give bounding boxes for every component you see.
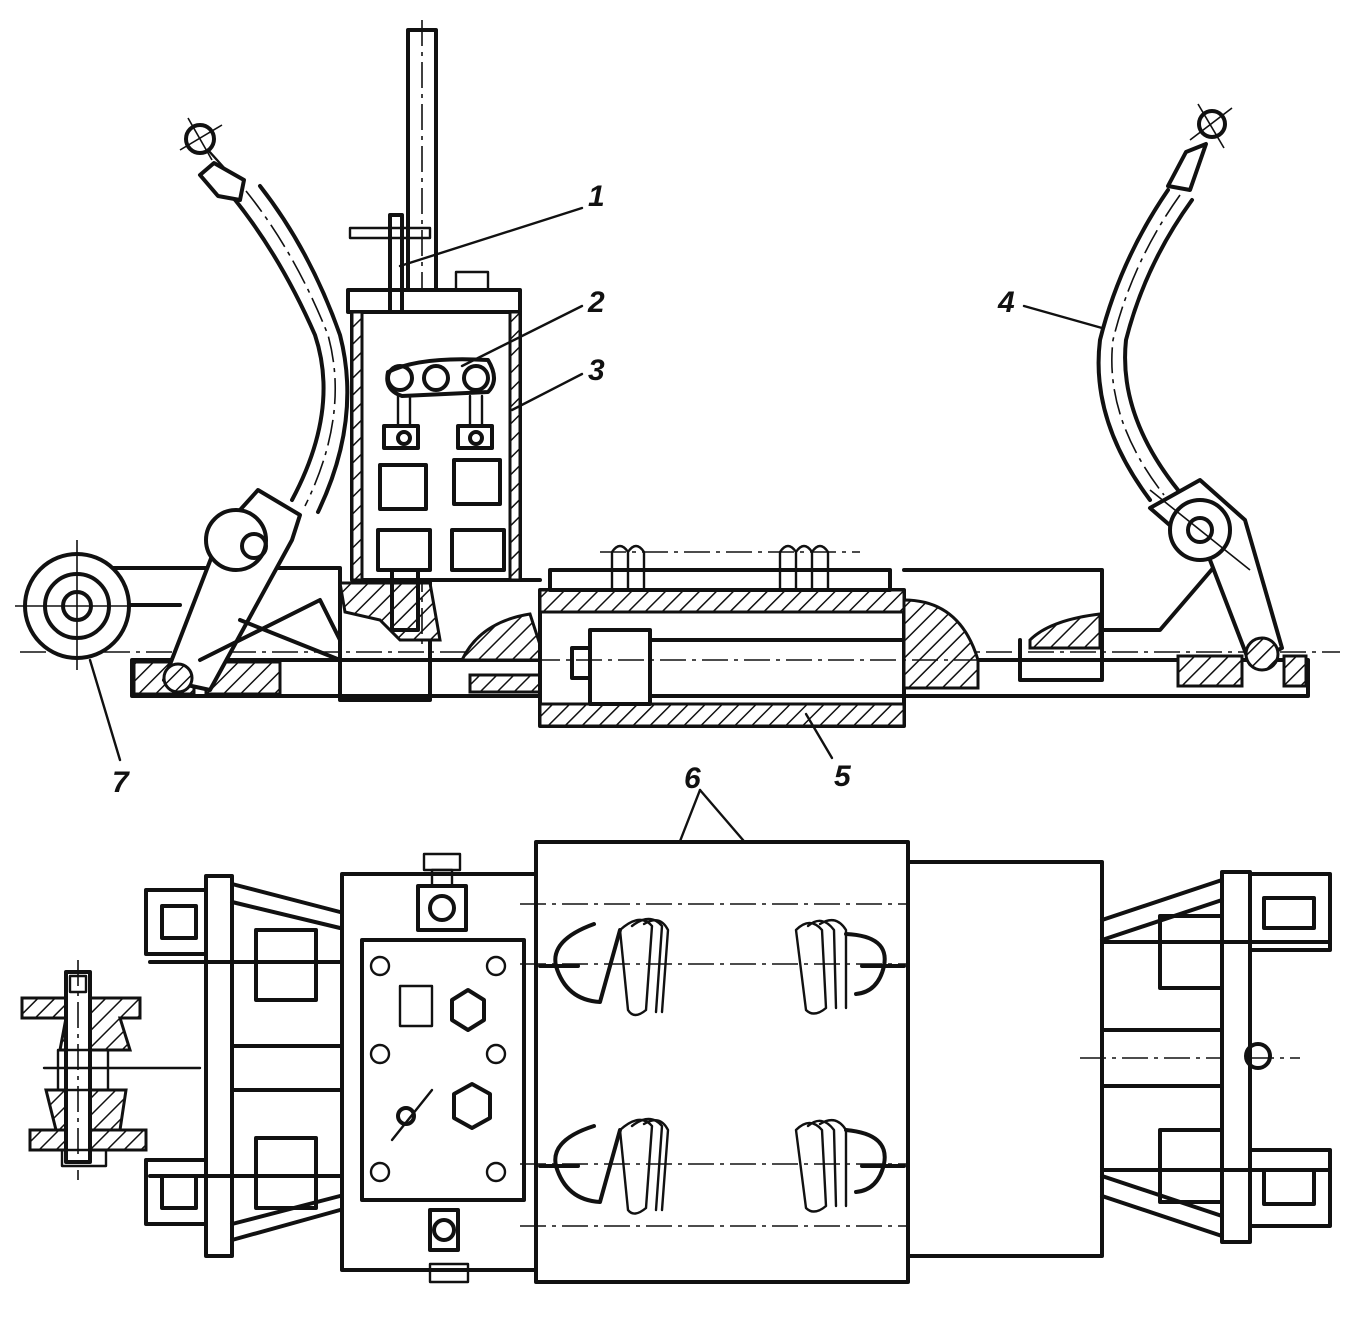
plan-right-frame: [1100, 870, 1332, 1244]
plan-left-roller: [20, 960, 202, 1180]
springs-6-lower: [538, 1117, 906, 1215]
label-2: 2: [587, 286, 605, 319]
label-7: 7: [112, 766, 130, 799]
left-roller-7: [15, 540, 160, 670]
power-cylinder-5: [450, 544, 1000, 728]
left-lever: [162, 117, 350, 694]
plan-valve-block: [340, 852, 538, 1284]
label-4: 4: [997, 286, 1015, 319]
springs-6-upper: [538, 917, 906, 1017]
valve-housing: [346, 20, 522, 650]
plan-view: [20, 840, 1332, 1284]
plan-left-frame: [144, 874, 344, 1258]
side-view: 1 2 3 4 5 6 7: [15, 20, 1340, 920]
right-housing: [902, 558, 1222, 682]
label-5: 5: [834, 760, 852, 793]
plan-spring-housing: [520, 840, 930, 1284]
right-lever-4: [1096, 103, 1284, 672]
label-3: 3: [588, 354, 605, 387]
label-1: 1: [588, 180, 605, 213]
label-6: 6: [684, 762, 701, 795]
